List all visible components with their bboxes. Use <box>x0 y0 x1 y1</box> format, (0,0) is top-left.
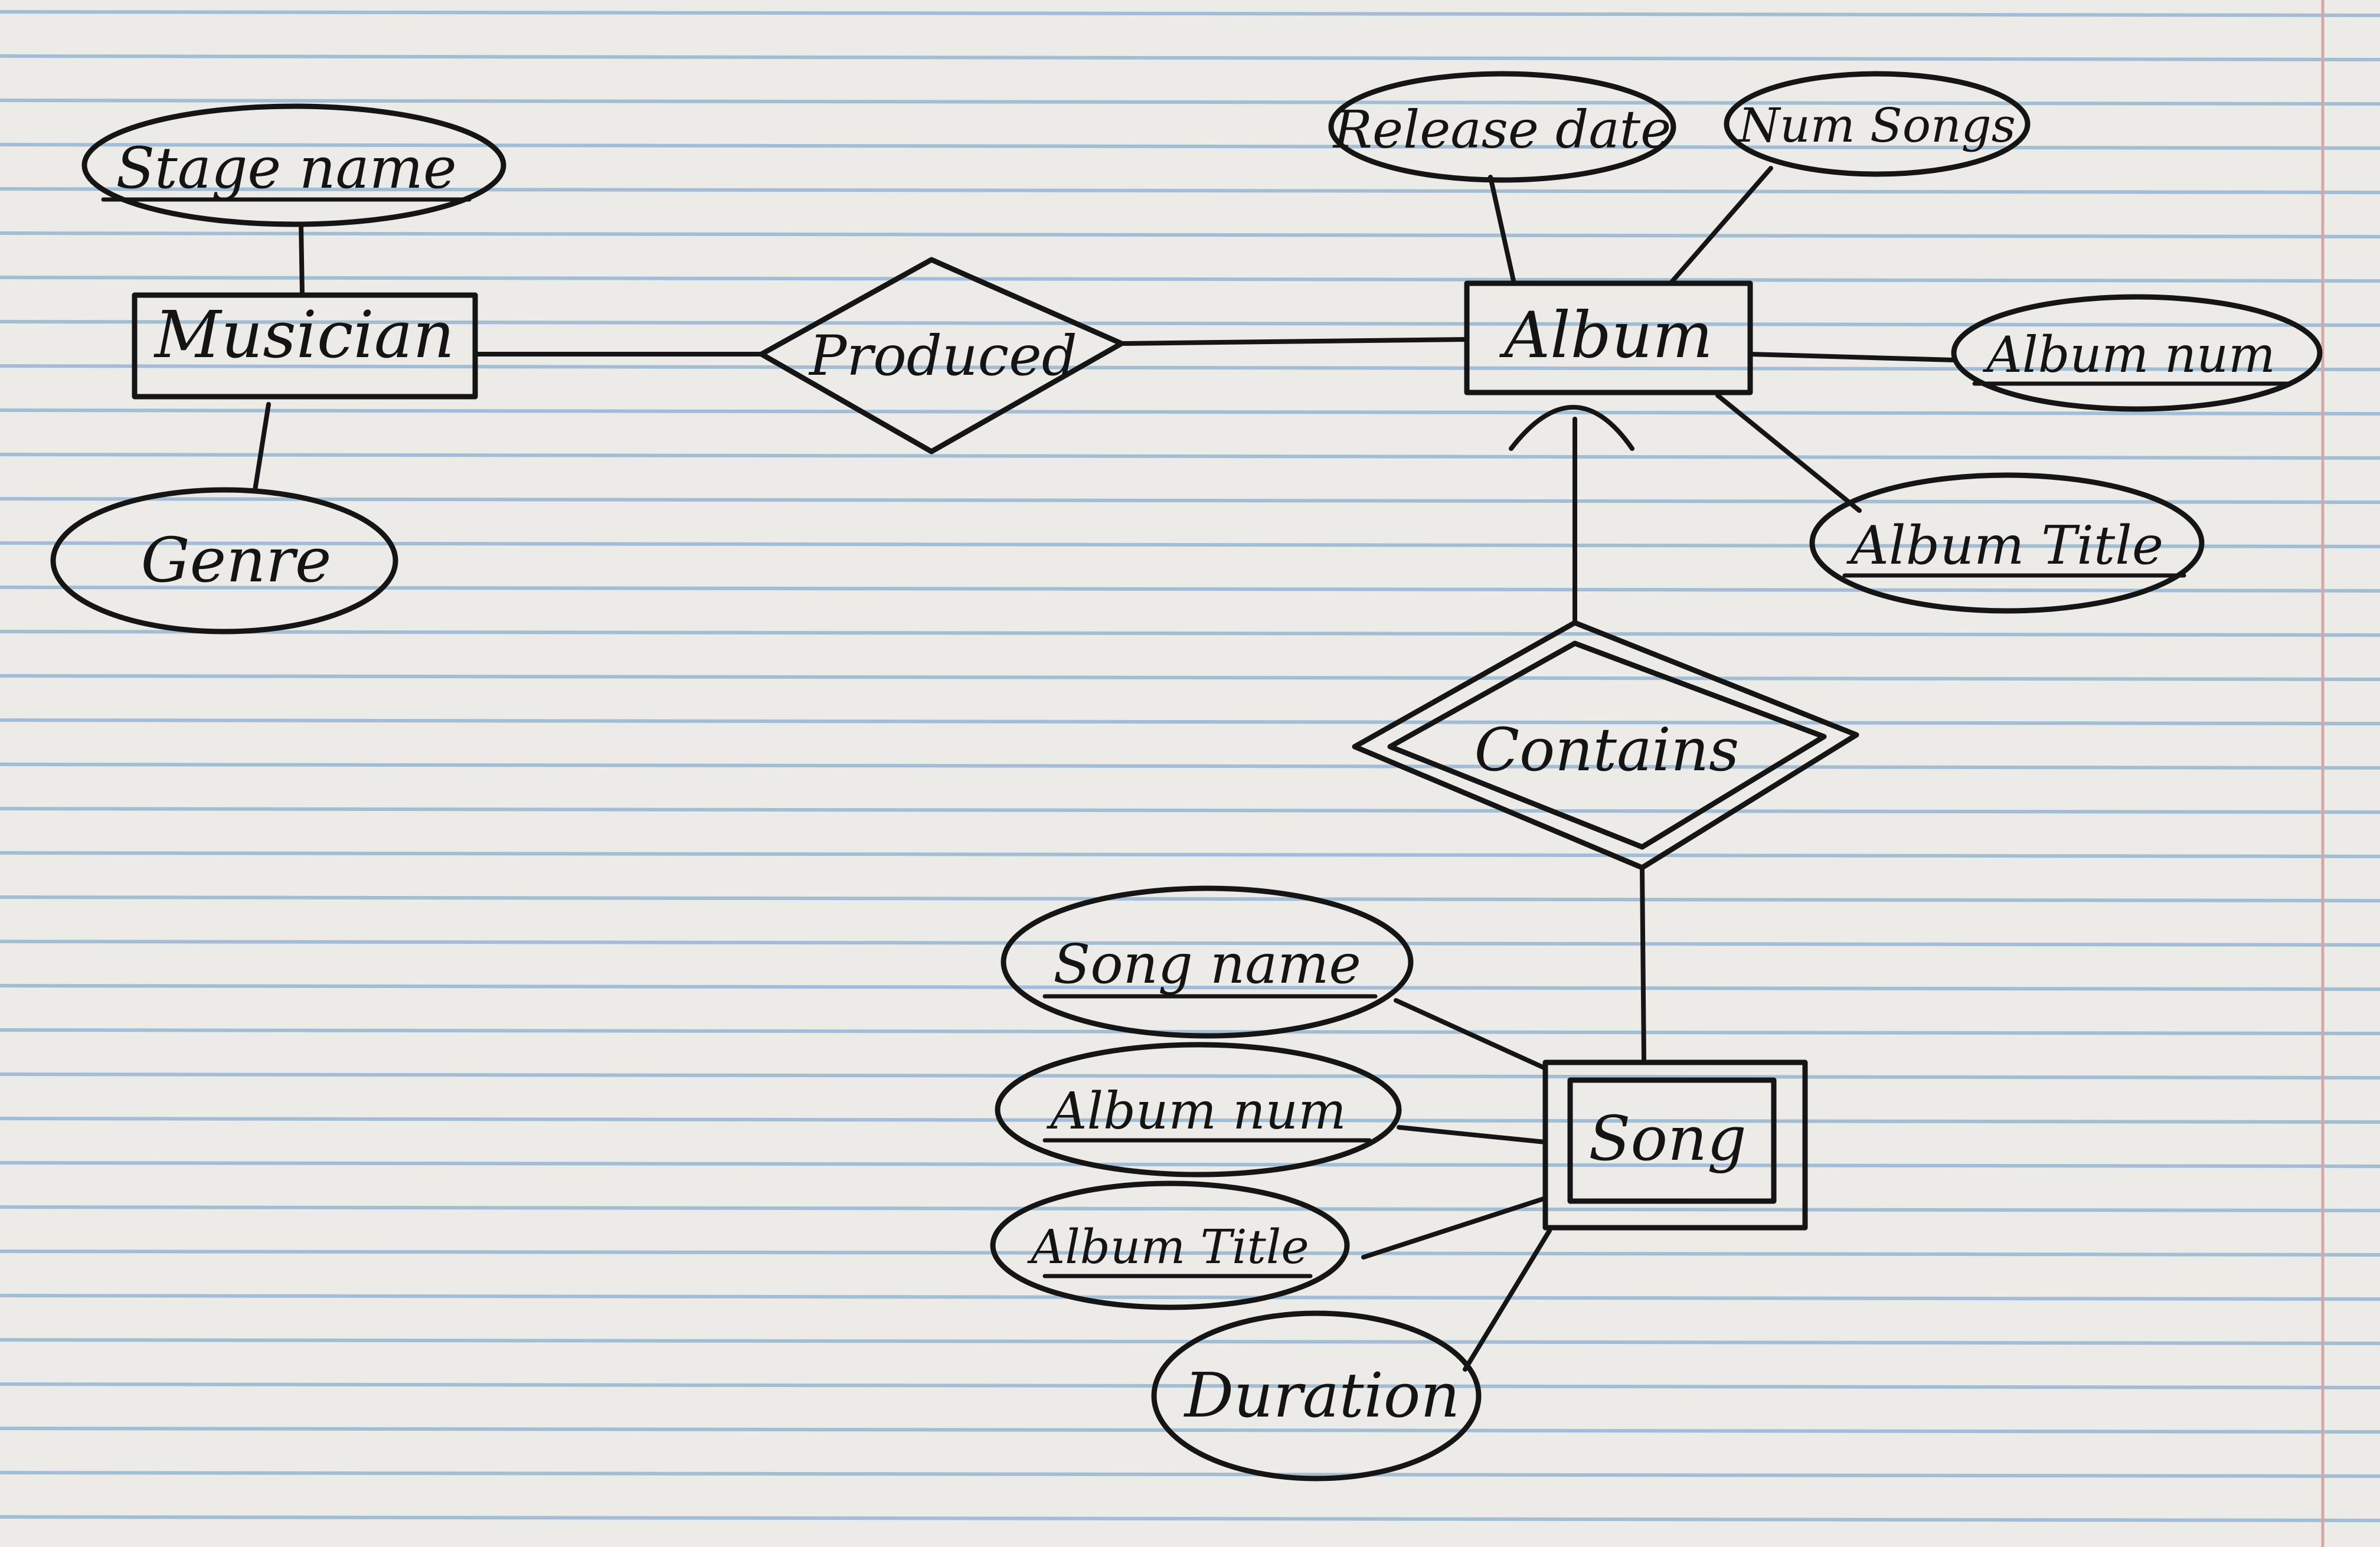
connector-album-album-title <box>1715 393 1862 513</box>
attribute-album-num: Album num <box>1951 294 2323 412</box>
rule-line-14 <box>0 630 2380 637</box>
attribute-album-title: Album Title <box>1809 472 2205 614</box>
connector-stage-name-musician <box>299 222 305 297</box>
attribute-stage-name: Stage name <box>81 103 506 227</box>
relationship-contains-inner-diamond <box>1387 640 1827 850</box>
rule-line-26 <box>0 1161 2380 1168</box>
attribute-duration-oval <box>1151 1310 1482 1481</box>
ruled-lines <box>0 10 2380 1522</box>
attribute-release-date-oval <box>1328 71 1676 183</box>
attribute-song-album-num-oval <box>995 1042 1402 1178</box>
rule-line-17 <box>0 763 2380 770</box>
rule-line-2 <box>0 99 2380 106</box>
entity-album-box <box>1464 280 1753 395</box>
rule-line-23 <box>0 1028 2380 1035</box>
relationship-produced: Produced <box>759 257 1124 454</box>
rule-line-1 <box>0 54 2380 61</box>
rule-line-28 <box>0 1250 2380 1257</box>
rule-line-12 <box>0 541 2380 548</box>
entity-album: Album <box>1464 280 1753 395</box>
attribute-song-album-num-label: Album num <box>1046 1082 1346 1141</box>
rule-line-31 <box>0 1382 2380 1389</box>
connector-num-songs-album <box>1668 166 1773 286</box>
attribute-num-songs: Num Songs <box>1724 71 2031 177</box>
attribute-song-name-label: Song name <box>1053 933 1361 996</box>
rule-line-4 <box>0 187 2380 194</box>
rule-line-6 <box>0 276 2380 283</box>
rule-line-34 <box>0 1515 2380 1522</box>
rule-line-33 <box>0 1471 2380 1478</box>
relationship-contains-identifying: Contains <box>1352 620 1859 871</box>
attribute-song-album-title-label: Album Title <box>1026 1219 1309 1274</box>
rule-line-24 <box>0 1072 2380 1080</box>
connector-produced-album <box>1119 337 1469 346</box>
attribute-genre-label: Genre <box>141 524 332 596</box>
connector-release-date-album <box>1488 175 1516 286</box>
entity-album-label: Album <box>1499 299 1713 372</box>
entity-musician: Musician <box>132 292 478 400</box>
rule-line-10 <box>0 453 2380 460</box>
rule-line-16 <box>0 718 2380 725</box>
rule-line-29 <box>0 1294 2380 1301</box>
rule-line-21 <box>0 940 2380 947</box>
attribute-song-album-title-oval <box>990 1180 1350 1310</box>
relationship-contains-label: Contains <box>1475 715 1740 784</box>
connector-participation-arc <box>1509 405 1634 451</box>
entity-song-weak: Song <box>1542 1059 1808 1231</box>
rule-line-5 <box>0 231 2380 238</box>
attribute-release-date: Release date <box>1328 71 1676 183</box>
connector-album-title-song <box>1361 1196 1548 1260</box>
attribute-duration-label: Duration <box>1184 1359 1460 1431</box>
relationship-produced-diamond <box>759 257 1124 454</box>
relationship-contains-outer-diamond <box>1352 620 1859 871</box>
entity-musician-box <box>132 292 478 400</box>
connector-album-num-song <box>1397 1125 1548 1144</box>
entity-musician-label: Musician <box>153 297 455 372</box>
attribute-album-num-label: Album num <box>1982 326 2276 384</box>
attribute-num-songs-label: Num Songs <box>1737 98 2016 153</box>
connectors <box>253 166 1956 1372</box>
rule-line-9 <box>0 408 2380 416</box>
connector-album-album-num <box>1748 352 1956 362</box>
attribute-song-album-num: Album num <box>995 1042 1402 1178</box>
rule-line-20 <box>0 895 2380 902</box>
relationship-produced-label: Produced <box>808 324 1077 388</box>
attribute-album-title-oval <box>1809 472 2205 614</box>
rule-line-32 <box>0 1427 2380 1434</box>
connector-song-name-song <box>1394 998 1548 1071</box>
attribute-stage-name-oval <box>81 103 506 227</box>
attribute-duration: Duration <box>1151 1310 1482 1481</box>
rule-line-27 <box>0 1205 2380 1212</box>
attribute-album-title-label: Album Title <box>1846 515 2163 577</box>
attribute-num-songs-oval <box>1724 71 2031 177</box>
attribute-song-name: Song name <box>1001 885 1414 1039</box>
rule-line-22 <box>0 984 2380 991</box>
entity-song-label: Song <box>1588 1103 1746 1175</box>
rule-line-13 <box>0 586 2380 593</box>
connector-duration-song <box>1463 1228 1552 1372</box>
rule-line-3 <box>0 143 2380 150</box>
rule-line-19 <box>0 851 2380 858</box>
attribute-album-num-oval <box>1951 294 2323 412</box>
attribute-song-name-oval <box>1001 885 1414 1039</box>
rule-line-18 <box>0 807 2380 814</box>
entity-song-outer-box <box>1542 1059 1808 1231</box>
rule-line-11 <box>0 497 2380 504</box>
entity-song-inner-box <box>1567 1077 1777 1204</box>
attribute-stage-name-label: Stage name <box>116 135 456 201</box>
rule-line-8 <box>0 364 2380 371</box>
attribute-genre-oval <box>50 487 398 635</box>
rule-line-0 <box>0 10 2380 17</box>
connector-musician-genre <box>253 402 271 492</box>
connector-contains-song <box>1640 865 1646 1062</box>
rule-line-25 <box>0 1117 2380 1124</box>
rule-line-15 <box>0 674 2380 681</box>
attribute-song-album-title: Album Title <box>990 1180 1350 1310</box>
attribute-release-date-label: Release date <box>1332 99 1671 160</box>
attribute-genre: Genre <box>50 487 398 635</box>
